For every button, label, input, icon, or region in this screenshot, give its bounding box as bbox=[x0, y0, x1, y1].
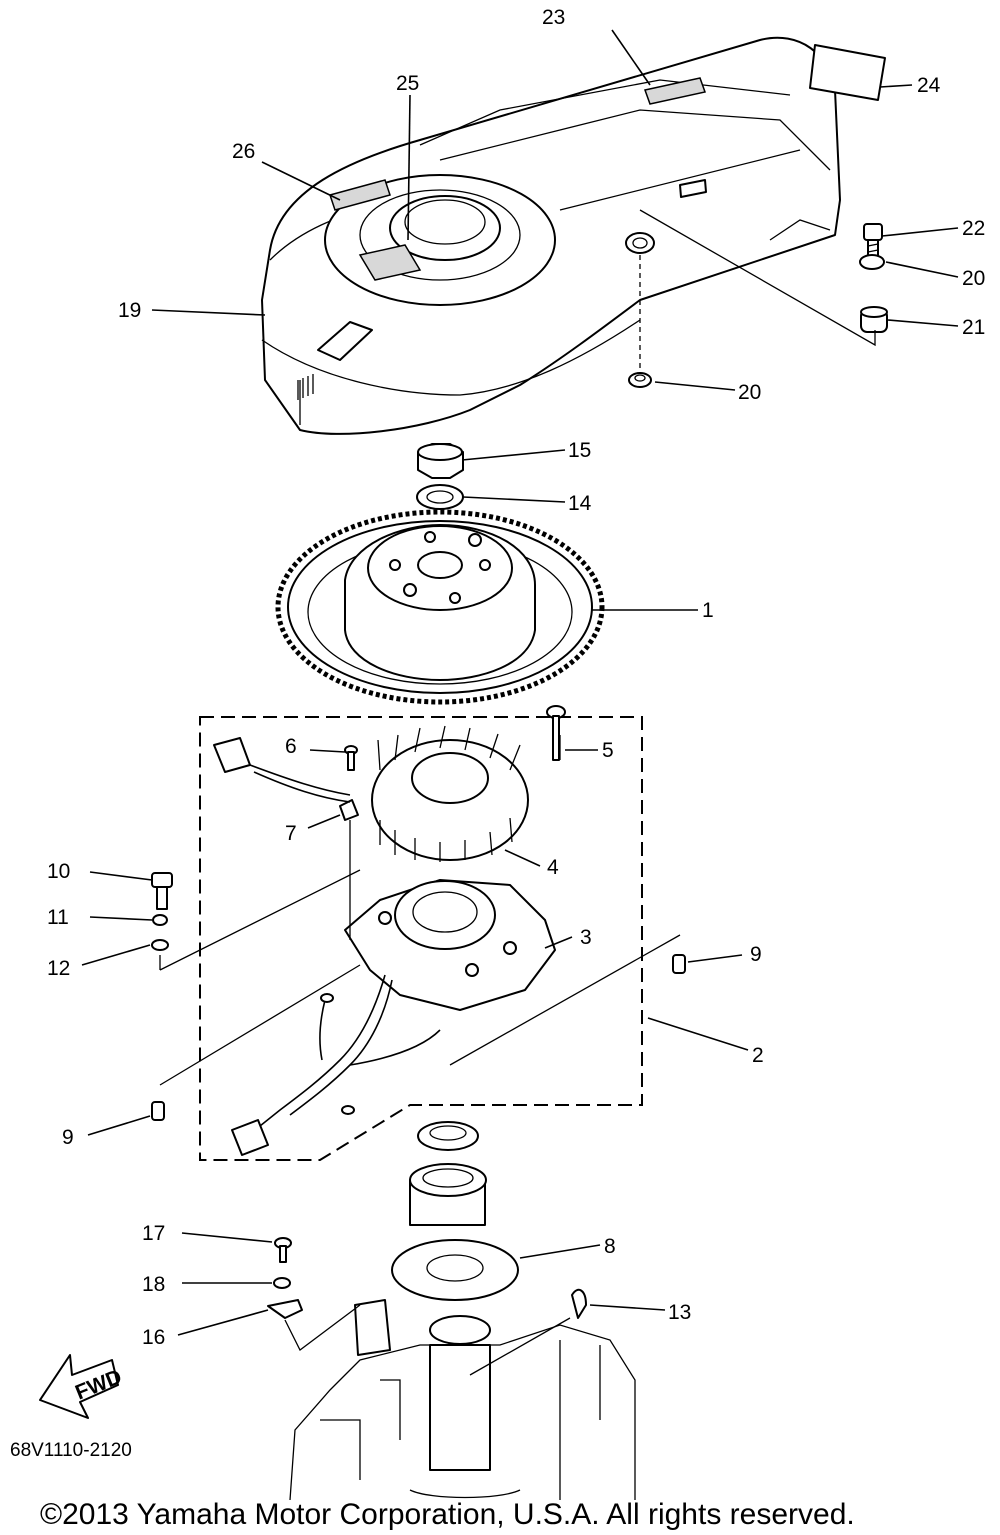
callout-9-left: 9 bbox=[62, 1126, 74, 1149]
callout-20-upper: 20 bbox=[962, 267, 985, 290]
callout-19: 19 bbox=[118, 299, 141, 322]
grommet-part bbox=[860, 306, 888, 333]
copyright-notice: ©2013 Yamaha Motor Corporation, U.S.A. A… bbox=[40, 1498, 855, 1531]
bolt-part-10 bbox=[151, 872, 173, 910]
diagram-code: 68V1110-2120 bbox=[10, 1440, 132, 1461]
stator-base-part bbox=[344, 879, 556, 1011]
callout-14: 14 bbox=[568, 492, 592, 515]
callout-12: 12 bbox=[47, 957, 70, 980]
flywheel-part bbox=[275, 509, 605, 705]
screw-part-17 bbox=[274, 1237, 292, 1263]
spring-washer-part bbox=[152, 914, 168, 926]
callout-8: 8 bbox=[604, 1235, 616, 1258]
dowel-pin-part-right bbox=[672, 954, 686, 974]
stator-assembly-outline bbox=[199, 716, 643, 1161]
wire-harness-part bbox=[231, 974, 441, 1156]
callout-23: 23 bbox=[542, 6, 565, 29]
sleeve-part bbox=[409, 1163, 487, 1226]
plain-washer-part bbox=[151, 939, 169, 951]
callout-9-right: 9 bbox=[750, 943, 762, 966]
clamp-screw-part bbox=[344, 745, 358, 771]
callout-6: 6 bbox=[285, 735, 297, 758]
callout-21: 21 bbox=[962, 316, 985, 339]
callout-7: 7 bbox=[285, 822, 297, 845]
label-sticker-part bbox=[809, 44, 886, 101]
stator-screw-part bbox=[546, 705, 566, 761]
callout-20-lower: 20 bbox=[738, 381, 761, 404]
plate-part bbox=[391, 1239, 519, 1301]
callout-1: 1 bbox=[702, 599, 714, 622]
callout-25: 25 bbox=[396, 72, 419, 95]
callout-18: 18 bbox=[142, 1273, 165, 1296]
clip-part bbox=[267, 1299, 303, 1319]
callout-labels: 23 24 25 26 19 22 20 21 20 15 14 1 5 6 7… bbox=[47, 6, 985, 1349]
callout-3: 3 bbox=[580, 926, 592, 949]
fwd-arrow-icon: FWD bbox=[39, 1354, 125, 1419]
nut-part bbox=[417, 443, 464, 479]
callout-22: 22 bbox=[962, 217, 985, 240]
callout-15: 15 bbox=[568, 439, 591, 462]
woodruff-key-part bbox=[571, 1288, 587, 1319]
clamp-part bbox=[339, 799, 359, 821]
leader-lines bbox=[81, 29, 959, 1376]
callout-5: 5 bbox=[602, 739, 614, 762]
bolt-part bbox=[863, 223, 883, 267]
crankshaft-nut-part bbox=[417, 1121, 479, 1151]
callout-10: 10 bbox=[47, 860, 70, 883]
callout-17: 17 bbox=[142, 1222, 165, 1245]
callout-4: 4 bbox=[547, 856, 559, 879]
stator-connector-part bbox=[213, 737, 351, 803]
dowel-pin-part-left bbox=[151, 1101, 165, 1121]
washer-part-18 bbox=[273, 1277, 291, 1289]
flywheel-cover-part bbox=[261, 36, 841, 435]
callout-11: 11 bbox=[47, 906, 69, 929]
callout-13: 13 bbox=[668, 1301, 691, 1324]
washer-part bbox=[859, 254, 885, 270]
callout-24: 24 bbox=[917, 74, 941, 97]
callout-26: 26 bbox=[232, 140, 255, 163]
callout-16: 16 bbox=[142, 1326, 165, 1349]
crankcase-part bbox=[289, 1299, 636, 1501]
callout-2: 2 bbox=[752, 1044, 764, 1067]
washer-part-lower bbox=[628, 372, 652, 388]
stator-coil-part bbox=[371, 725, 529, 862]
flywheel-washer-part bbox=[416, 484, 464, 510]
